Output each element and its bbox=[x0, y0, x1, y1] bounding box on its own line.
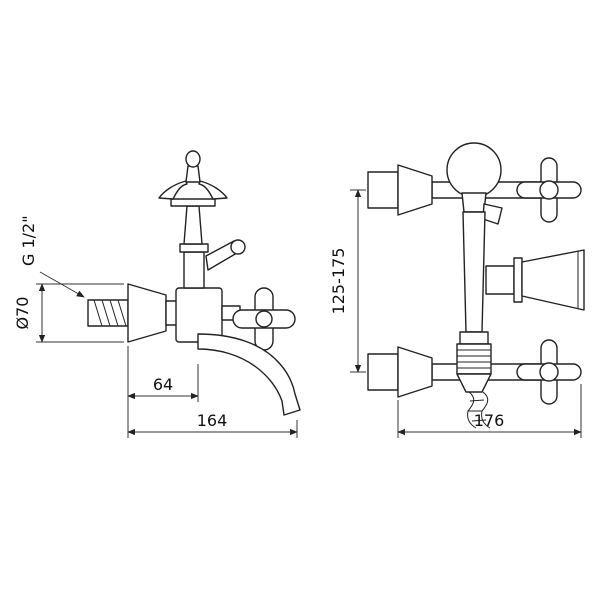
dim-thread: G 1/2" bbox=[19, 215, 85, 298]
wall-mount-top bbox=[367, 164, 433, 216]
dim-176-label: 176 bbox=[474, 411, 505, 430]
side-view bbox=[87, 150, 301, 416]
wall-nipple bbox=[87, 299, 129, 327]
dim-164: 164 bbox=[127, 346, 298, 438]
spout-side bbox=[197, 333, 301, 416]
thread-label: G 1/2" bbox=[19, 215, 38, 266]
cross-handle-side bbox=[221, 287, 296, 351]
shower-handle bbox=[462, 211, 486, 333]
diverter-lever bbox=[205, 239, 246, 271]
dim-64: 64 bbox=[127, 364, 199, 402]
cross-handle-bottom bbox=[516, 339, 582, 405]
shower-head bbox=[446, 142, 502, 198]
spout-front bbox=[485, 249, 585, 311]
dim-64-label: 64 bbox=[153, 375, 173, 394]
dim-176: 176 bbox=[397, 384, 582, 438]
dim-164-label: 164 bbox=[197, 411, 228, 430]
wall-mount-bottom bbox=[367, 346, 433, 398]
dim-range-label: 125-175 bbox=[329, 248, 348, 315]
hose-coupling bbox=[456, 343, 492, 393]
diameter-label: Ø70 bbox=[13, 297, 32, 330]
shower-hose bbox=[467, 391, 491, 429]
escutcheon-side bbox=[127, 283, 167, 343]
dimensions: G 1/2" Ø70 64 164 125-175 bbox=[13, 189, 582, 438]
cradle-hook bbox=[482, 203, 503, 225]
dim-range: 125-175 bbox=[329, 189, 366, 373]
diverter-finial bbox=[158, 150, 228, 207]
cross-handle-top bbox=[516, 157, 582, 223]
dim-diameter: Ø70 bbox=[13, 283, 124, 343]
riser-column bbox=[179, 205, 209, 289]
hand-shower bbox=[446, 142, 503, 429]
front-view bbox=[367, 142, 585, 429]
